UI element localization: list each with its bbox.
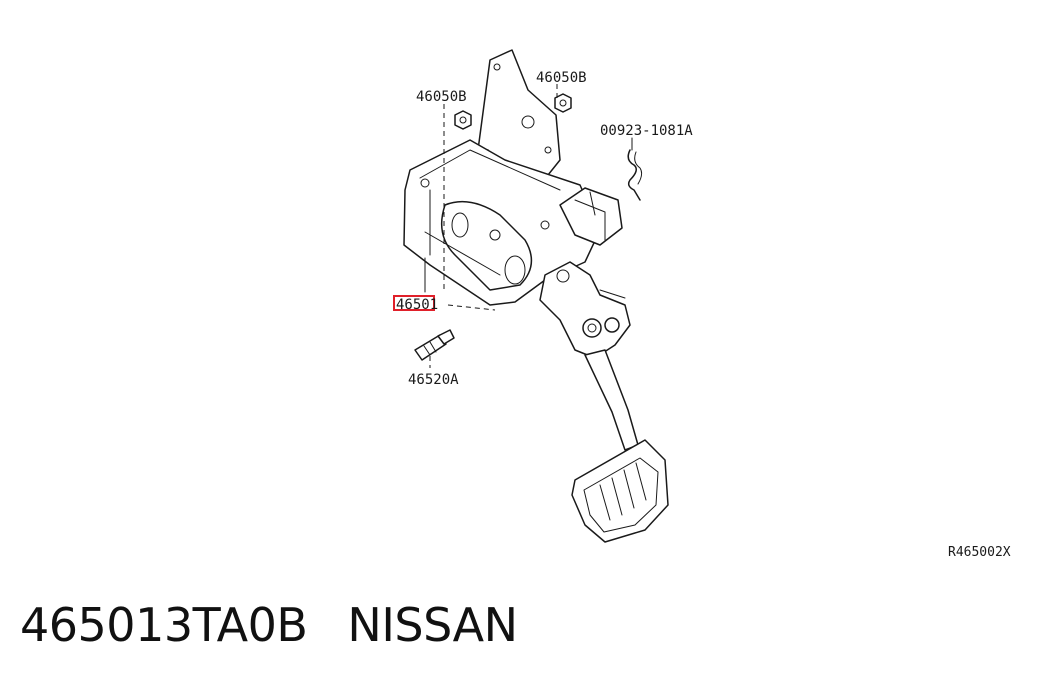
brand-name: NISSAN (347, 598, 518, 652)
reference-code: R465002X (948, 545, 1011, 560)
callout-switch: 46520A (408, 372, 459, 388)
leader-lines (424, 84, 633, 368)
pedal-housing (403, 139, 601, 306)
part-caption: 465013TA0B NISSAN (20, 598, 518, 652)
retaining-clip (627, 149, 643, 201)
callout-clip: 00923-1081A (600, 123, 693, 139)
nut-upper-icon (554, 93, 572, 113)
connector-block (559, 187, 623, 246)
callout-assembly: 46501 (396, 297, 438, 313)
pedal-pivot (539, 261, 631, 359)
callout-nut-upper: 46050B (536, 70, 587, 86)
callout-nut-left: 46050B (416, 89, 467, 105)
stop-lamp-switch-icon (414, 329, 455, 361)
highlight-box (393, 295, 435, 311)
part-number: 465013TA0B (20, 598, 308, 652)
pedal-arm (584, 349, 639, 451)
pedal-pad (571, 439, 669, 543)
pedal-assembly-diagram: 46050B 46050B 00923-1081A 46501 46520A R… (393, 49, 1011, 560)
nut-left-icon (454, 110, 472, 130)
